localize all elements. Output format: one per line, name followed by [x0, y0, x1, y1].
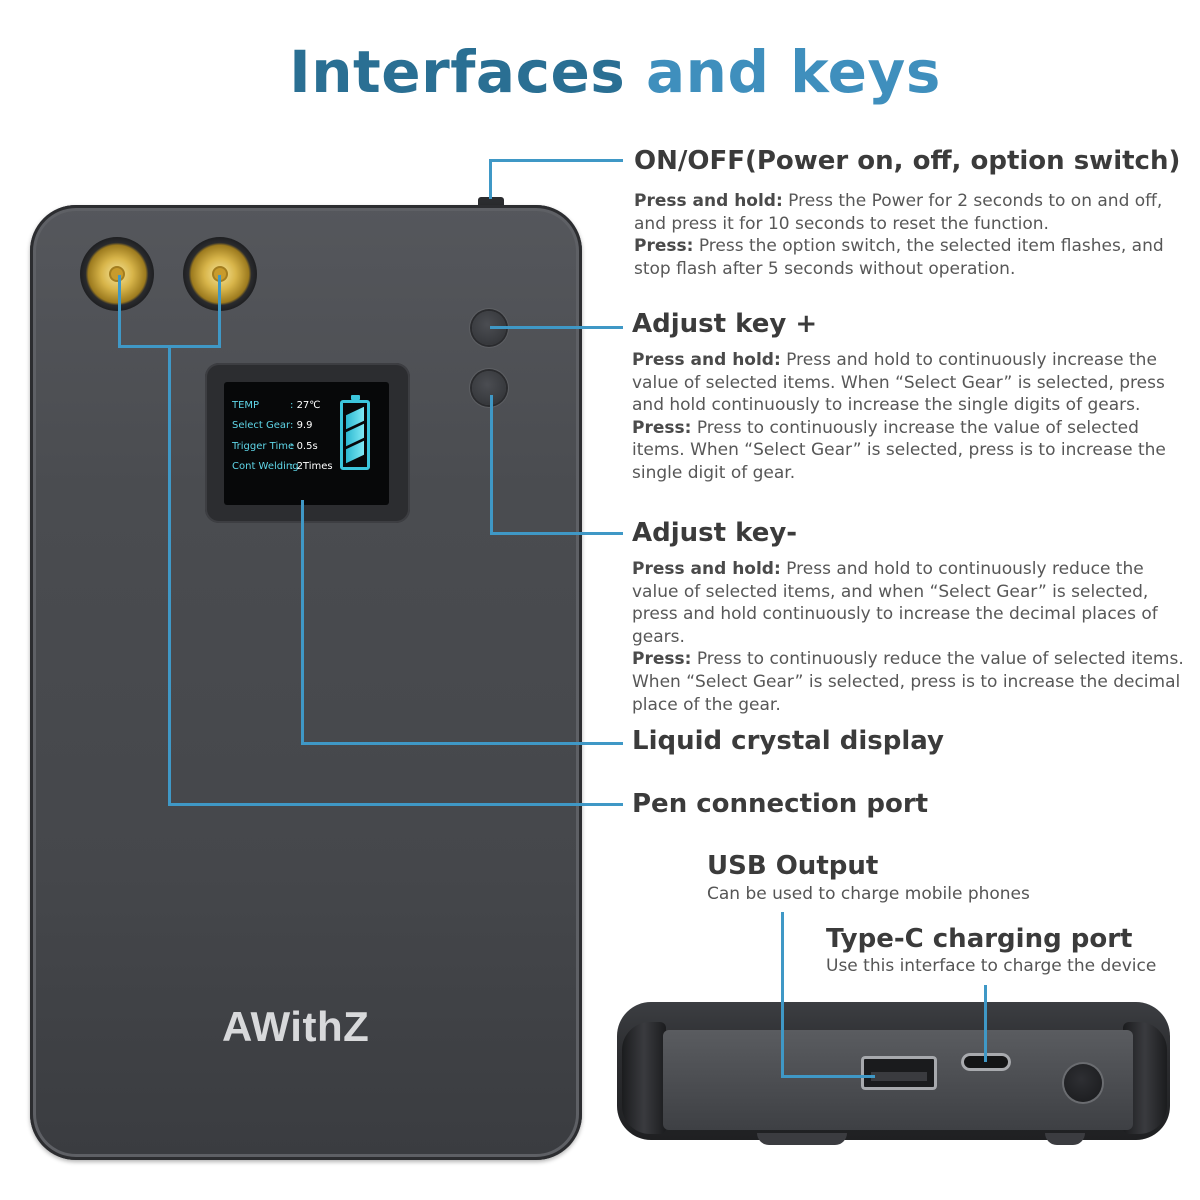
- adjust-minus-description: Press and hold: Press and hold to contin…: [632, 559, 1184, 715]
- pen-port-heading: Pen connection port: [632, 789, 929, 819]
- connector-power-v: [489, 159, 492, 199]
- lcd-value-temp: 27℃: [296, 400, 321, 411]
- connector-pen-v: [168, 345, 171, 806]
- lcd-value-welding: 2Times: [296, 461, 333, 472]
- lcd-label-trigger: Trigger Time: [232, 441, 295, 452]
- power-description: Press and hold: Press the Power for 2 se…: [634, 191, 1164, 279]
- power-heading: ON/OFF(Power on, off, option switch): [634, 146, 1181, 176]
- connector-lcd-h: [301, 742, 623, 745]
- adjust-minus-heading: Adjust key-: [632, 518, 798, 548]
- connector-plus-h: [490, 326, 623, 329]
- pen-port-left: [80, 237, 154, 311]
- lcd-label-welding: Cont Welding: [232, 461, 299, 472]
- brand-logo: AWithZ: [222, 1003, 370, 1050]
- lcd-value-trigger: 0.5s: [296, 441, 318, 452]
- power-button[interactable]: [478, 197, 504, 206]
- usb-output-port[interactable]: [861, 1056, 937, 1090]
- page-title: Interfaces and keys: [0, 38, 1200, 106]
- connector-lcd-v: [301, 500, 304, 745]
- side-foot-left: [757, 1133, 847, 1145]
- connector-minus-v: [490, 395, 493, 535]
- lcd-screen: TEMP: 27℃ Select Gear: 9.9 Trigger Time:…: [224, 382, 389, 505]
- adjust-plus-description: Press and hold: Press and hold to contin…: [632, 350, 1166, 483]
- typec-heading: Type-C charging port: [826, 924, 1133, 954]
- usb-description: Can be used to charge mobile phones: [707, 884, 1030, 904]
- side-button[interactable]: [1064, 1064, 1102, 1102]
- typec-description: Use this interface to charge the device: [826, 956, 1157, 976]
- adjust-plus-heading: Adjust key +: [632, 309, 818, 339]
- connector-minus-h: [490, 532, 623, 535]
- lcd-label-gear: Select Gear: [232, 420, 291, 431]
- lcd-value-gear: 9.9: [296, 420, 313, 431]
- connector-pen-right-v: [218, 275, 221, 348]
- lcd-label-temp: TEMP: [232, 400, 260, 411]
- typec-charging-port[interactable]: [961, 1053, 1011, 1071]
- battery-icon: [340, 395, 370, 470]
- connector-usb-h: [781, 1075, 875, 1078]
- usb-heading: USB Output: [707, 851, 879, 881]
- lcd-heading: Liquid crystal display: [632, 726, 944, 756]
- connector-pen-h: [168, 803, 623, 806]
- title-part2: and keys: [646, 38, 941, 106]
- connector-power-h: [489, 159, 623, 162]
- connector-typec-v: [984, 985, 987, 1062]
- connector-usb-v: [781, 912, 784, 1078]
- side-foot-right: [1045, 1133, 1085, 1145]
- title-part1: Interfaces: [289, 38, 626, 106]
- adjust-minus-key[interactable]: [472, 371, 506, 405]
- connector-pen-left-v: [118, 275, 121, 348]
- side-edge-left: [622, 1022, 666, 1134]
